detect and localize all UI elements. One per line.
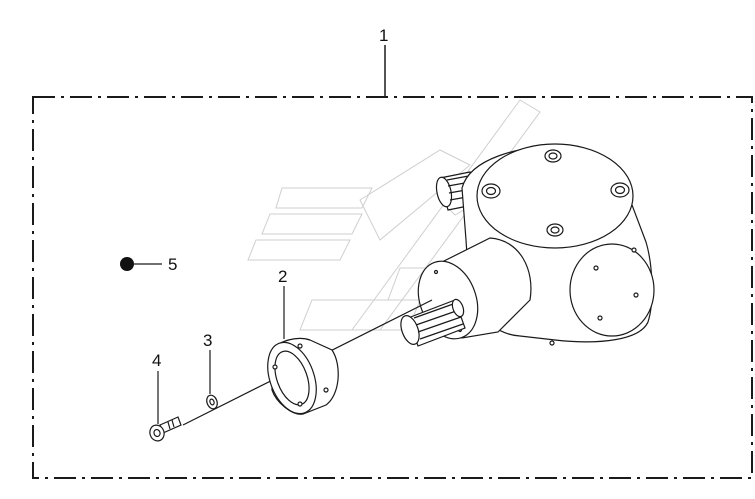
kit-boundary	[32, 96, 753, 479]
screw	[149, 416, 182, 442]
gearbox	[400, 143, 655, 347]
callout-4: 4	[152, 351, 161, 370]
washer	[206, 394, 218, 410]
marker-dot-5	[120, 257, 134, 271]
callout-3: 3	[203, 331, 212, 350]
top-cover	[476, 143, 634, 249]
side-cover	[569, 243, 655, 337]
guard-ring	[267, 337, 339, 415]
callout-5: 5	[168, 255, 177, 274]
callout-2: 2	[278, 267, 287, 286]
callout-1: 1	[379, 26, 388, 45]
